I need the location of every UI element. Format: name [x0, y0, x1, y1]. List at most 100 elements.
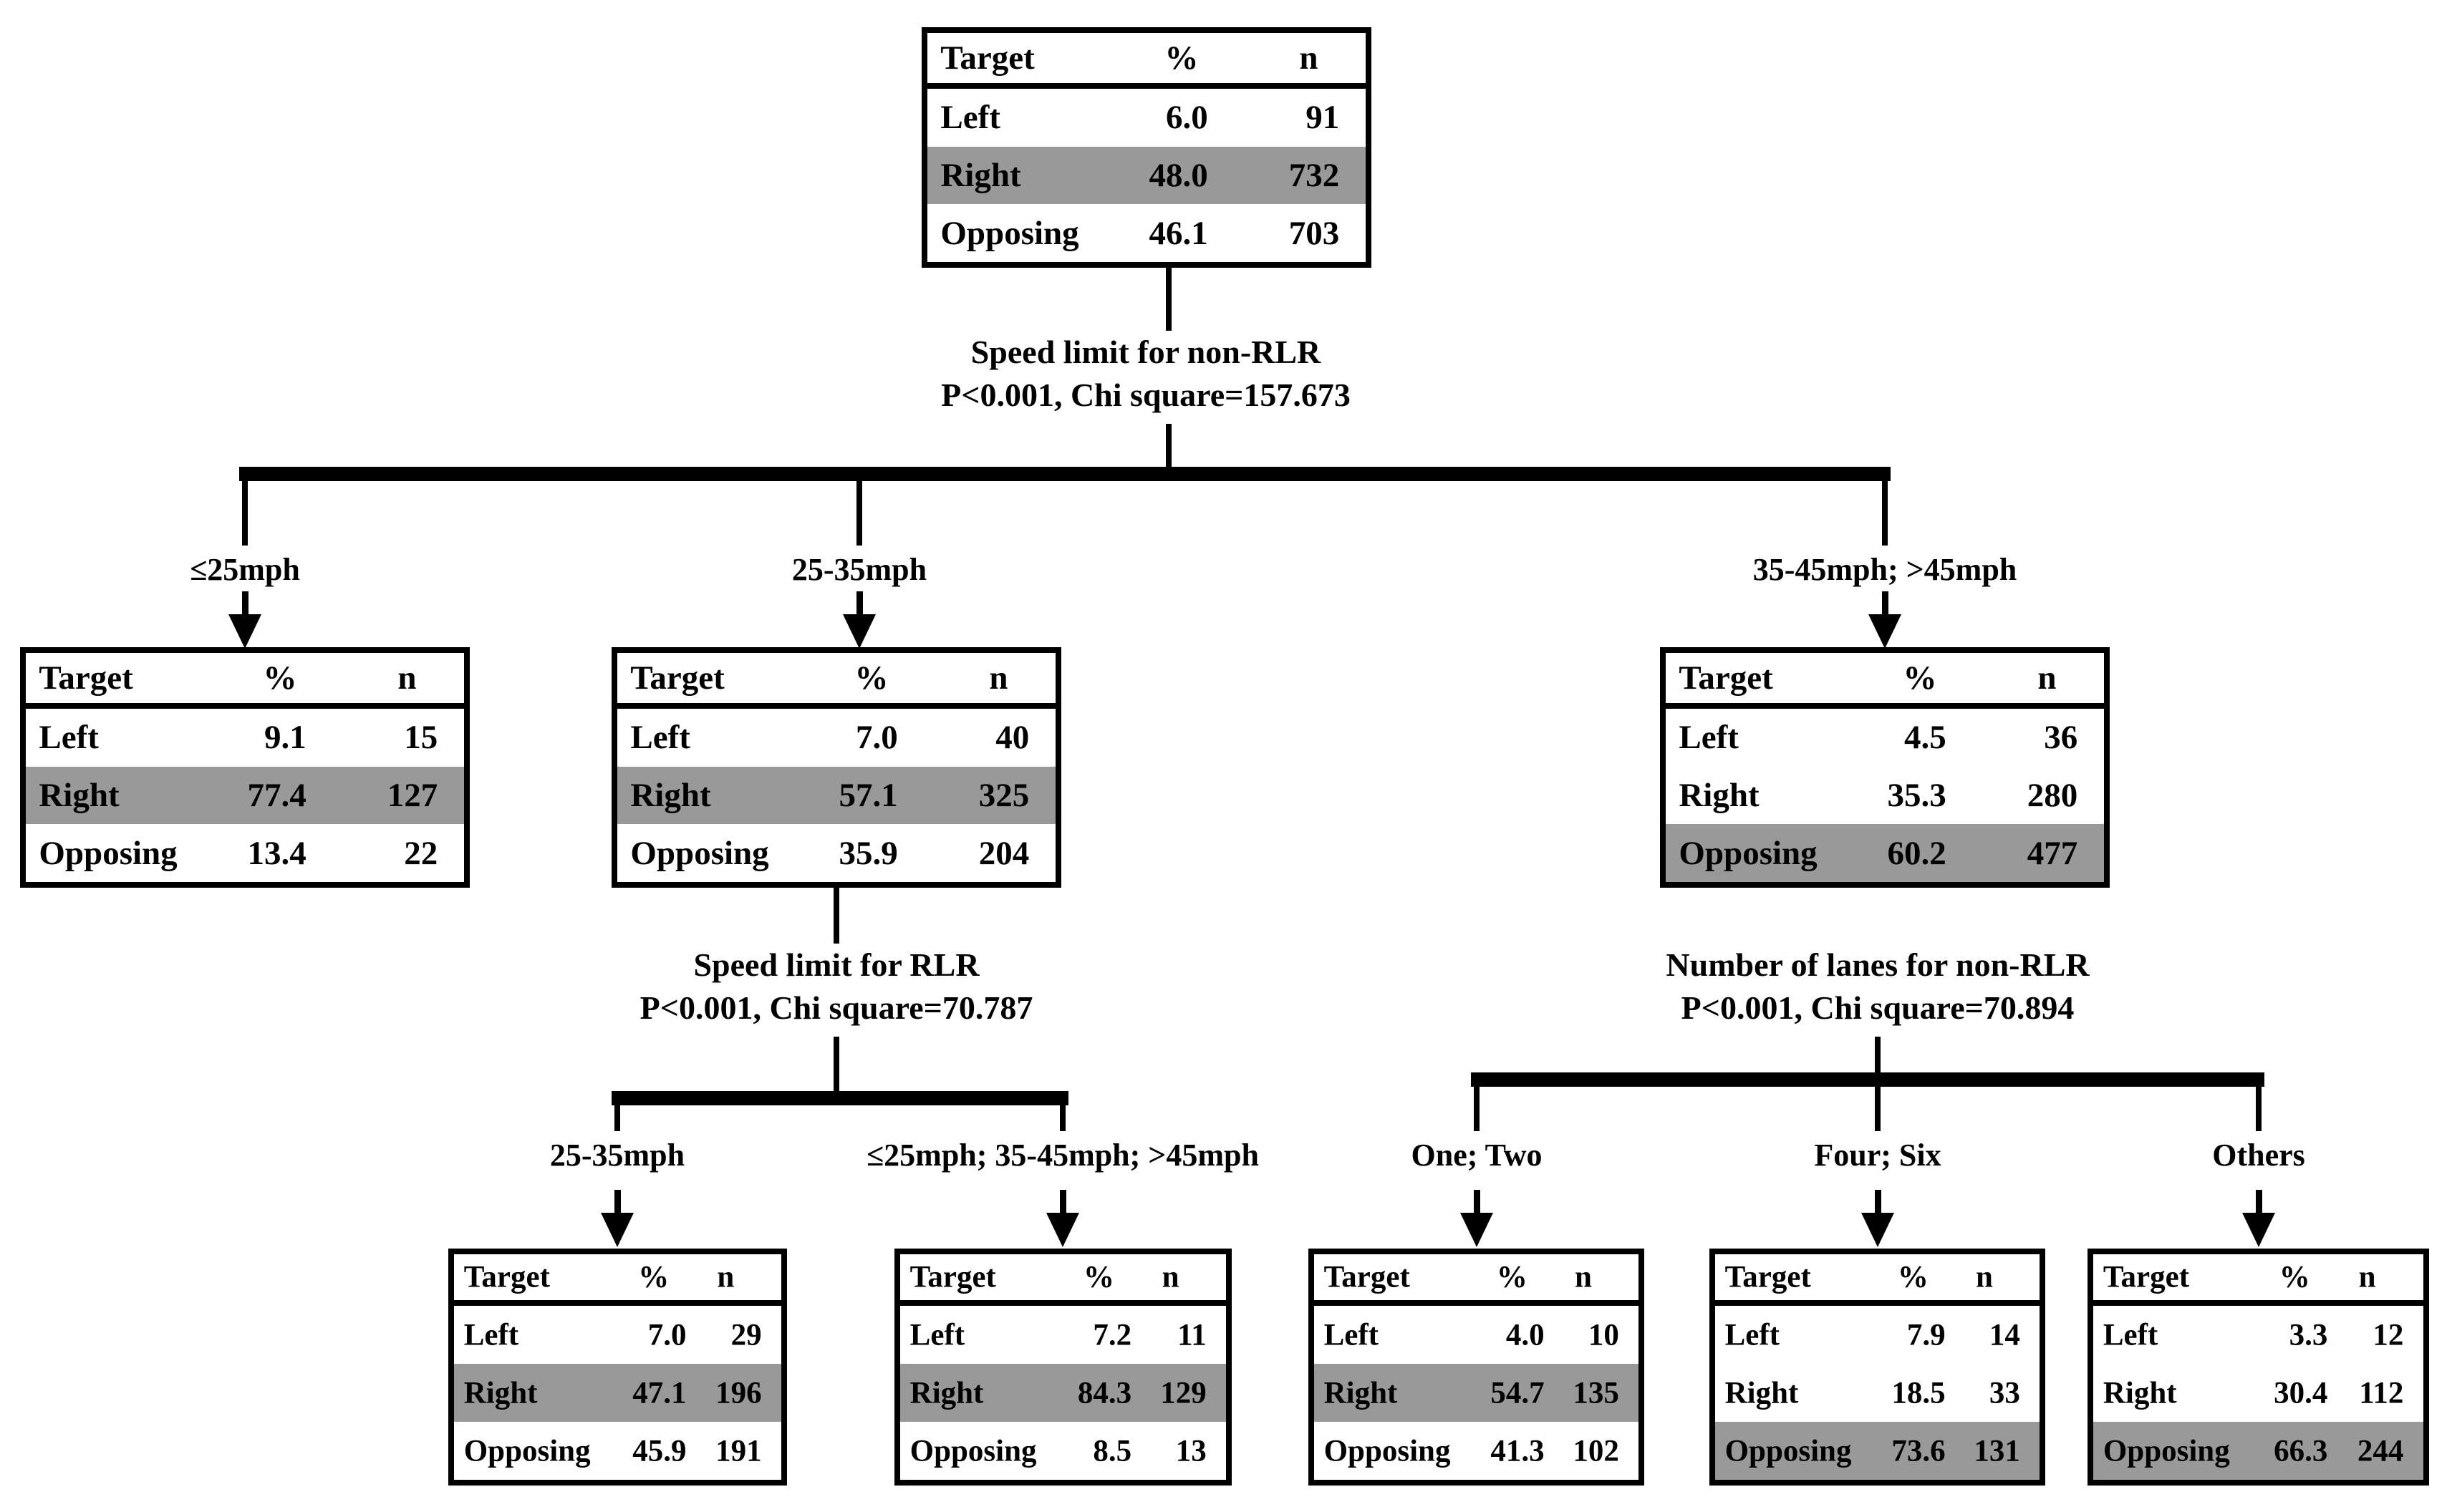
node-table-lanes-others: Target % n Left 3.3 12 Right 30.4 112 Op…	[2088, 1249, 2429, 1486]
row-label: Right	[630, 777, 711, 814]
row-n-value: 10	[1588, 1318, 1619, 1352]
table-row-opposing: Opposing 73.6 131	[1715, 1422, 2040, 1480]
arrow-down-icon	[1046, 1213, 1079, 1247]
connector-line	[1474, 1085, 1480, 1131]
row-percent-value: 84.3	[1077, 1376, 1132, 1410]
row-label: Left	[2103, 1318, 2158, 1352]
row-n-value: 33	[1989, 1376, 2020, 1410]
column-header-percent: %	[1164, 39, 1199, 77]
row-label: Opposing	[39, 834, 178, 872]
branch-label: 35-45mph; >45mph	[1752, 552, 2017, 587]
table-row-left: Left 3.3 12	[2093, 1306, 2423, 1364]
row-percent-value: 35.3	[1887, 777, 1946, 814]
row-percent-value: 46.1	[1149, 214, 1208, 252]
table-row-left: Left 9.1 15	[26, 709, 464, 767]
row-label: Right	[909, 1376, 984, 1410]
row-percent-value: 13.4	[247, 834, 307, 872]
arrow-shaft	[242, 591, 248, 616]
row-label: Right	[2103, 1376, 2177, 1410]
column-header-target: Target	[1323, 1260, 1410, 1294]
row-n-value: 325	[978, 777, 1030, 814]
row-label: Opposing	[1679, 834, 1818, 872]
row-label: Left	[630, 719, 690, 757]
row-n-value: 13	[1175, 1434, 1207, 1468]
row-n-value: 91	[1305, 99, 1340, 137]
node-table-speed-25-35: Target % n Left 7.0 40 Right 57.1 325 Op…	[612, 647, 1061, 888]
connector-bar	[239, 467, 1891, 481]
row-n-value: 191	[715, 1434, 762, 1468]
arrow-shaft	[1060, 1190, 1066, 1214]
table-row-left: Left 7.0 40	[617, 709, 1056, 767]
column-header-target: Target	[909, 1260, 996, 1294]
column-header-n: n	[1976, 1260, 1993, 1294]
arrow-down-icon	[601, 1213, 634, 1247]
row-label: Opposing	[940, 214, 1079, 252]
table-row-opposing: Opposing 45.9 191	[454, 1422, 781, 1480]
row-percent-value: 48.0	[1149, 157, 1208, 194]
row-percent-value: 47.1	[632, 1376, 687, 1410]
row-label: Right	[1724, 1376, 1799, 1410]
table-row-right: Right 47.1 196	[454, 1364, 781, 1422]
row-n-value: 280	[2027, 777, 2078, 814]
table-row-right: Right 18.5 33	[1715, 1364, 2040, 1422]
column-header-percent: %	[2279, 1260, 2310, 1294]
row-n-value: 15	[404, 719, 438, 757]
column-header-n: n	[1299, 39, 1318, 77]
row-percent-value: 7.2	[1093, 1318, 1132, 1352]
row-n-value: 732	[1288, 157, 1340, 194]
row-percent-value: 3.3	[2289, 1318, 2328, 1352]
node-table-lanes-four-six: Target % n Left 7.9 14 Right 18.5 33 Opp…	[1709, 1249, 2045, 1486]
row-label: Left	[1679, 719, 1739, 757]
table-row-right: Right 48.0 732	[927, 146, 1366, 205]
split-statistics-text: P<0.001, Chi square=157.673	[941, 376, 1351, 413]
row-percent-value: 73.6	[1891, 1434, 1946, 1468]
row-label: Left	[1724, 1318, 1780, 1352]
branch-label: 25-35mph	[549, 1138, 685, 1173]
row-percent-value: 4.5	[1903, 719, 1946, 757]
node-table-rlr-le25-35-45-gt45: Target % n Left 7.2 11 Right 84.3 129 Op…	[894, 1249, 1232, 1486]
column-header-percent: %	[1903, 659, 1937, 697]
row-label: Opposing	[1724, 1434, 1852, 1468]
table-row-left: Left 4.5 36	[1666, 709, 2104, 767]
row-percent-value: 60.2	[1887, 834, 1946, 872]
row-label: Left	[1323, 1318, 1379, 1352]
row-n-value: 196	[715, 1376, 762, 1410]
table-row-left: Left 4.0 10	[1314, 1306, 1638, 1364]
table-row-left: Left 7.2 11	[900, 1306, 1226, 1364]
connector-line	[242, 481, 248, 546]
column-header-percent: %	[854, 659, 889, 697]
connector-line	[1882, 481, 1888, 546]
connector-line	[1875, 1085, 1881, 1131]
column-header-percent: %	[1897, 1260, 1929, 1294]
column-header-target: Target	[940, 39, 1035, 77]
node-table-lanes-one-two: Target % n Left 4.0 10 Right 54.7 135 Op…	[1308, 1249, 1644, 1486]
row-n-value: 204	[978, 834, 1030, 872]
row-label: Right	[39, 777, 120, 814]
column-header-target: Target	[1724, 1260, 1811, 1294]
table-header-row: Target % n	[1715, 1254, 2040, 1306]
arrow-down-icon	[1868, 614, 1901, 649]
row-percent-value: 18.5	[1891, 1376, 1946, 1410]
row-n-value: 477	[2027, 834, 2078, 872]
row-n-value: 22	[404, 834, 438, 872]
connector-line	[1166, 424, 1172, 481]
row-percent-value: 66.3	[2274, 1434, 2328, 1468]
column-header-n: n	[1575, 1260, 1592, 1294]
row-n-value: 112	[2359, 1376, 2404, 1410]
row-n-value: 102	[1573, 1434, 1619, 1468]
table-row-right: Right 57.1 325	[617, 766, 1056, 825]
split-variable-text: Number of lanes for non-RLR	[1666, 946, 2090, 983]
row-percent-value: 7.0	[647, 1318, 687, 1352]
row-label: Right	[463, 1376, 538, 1410]
table-header-row: Target % n	[454, 1254, 781, 1306]
branch-label: ≤25mph; 35-45mph; >45mph	[867, 1138, 1259, 1173]
connector-line	[834, 888, 839, 944]
row-n-value: 29	[730, 1318, 762, 1352]
table-row-right: Right 84.3 129	[900, 1364, 1226, 1422]
split-variable-text: Speed limit for RLR	[693, 946, 980, 983]
branch-label: ≤25mph	[190, 552, 300, 587]
row-percent-value: 41.3	[1490, 1434, 1545, 1468]
row-percent-value: 30.4	[2274, 1376, 2328, 1410]
row-n-value: 244	[2357, 1434, 2404, 1468]
row-percent-value: 7.9	[1906, 1318, 1946, 1352]
